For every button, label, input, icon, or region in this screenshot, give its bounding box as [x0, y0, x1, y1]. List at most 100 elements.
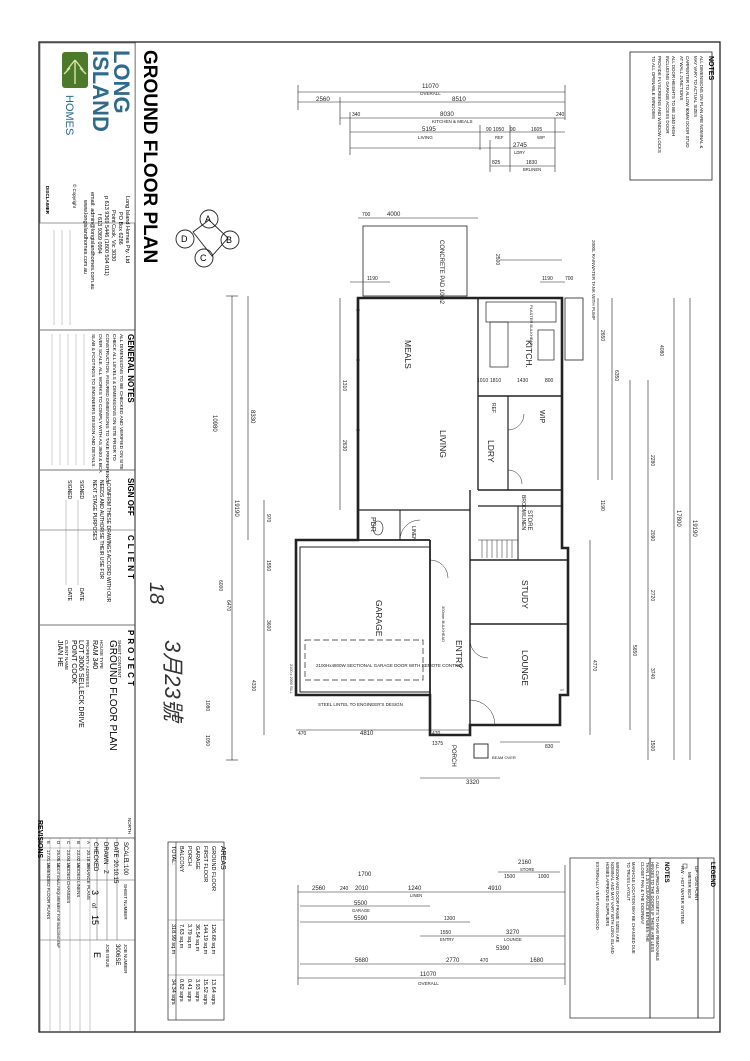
areas-total-label: TOTAL: — [170, 846, 176, 865]
dim-label: 1300 — [444, 916, 455, 922]
dim-label: 1000 — [538, 874, 549, 880]
note-line: TO ALL OPENABLE WINDOWS — [651, 56, 656, 119]
meter-box-icon — [682, 863, 688, 869]
dim-label: 1240 — [408, 886, 422, 892]
bottom-dim-lines — [297, 865, 566, 985]
client-name-label: CLIENT NAME — [64, 640, 69, 670]
dim-label: 2560 — [312, 886, 326, 892]
dim-label: 10980 — [211, 415, 217, 432]
dim-label: KITCHEN & MEALS — [432, 119, 473, 124]
compass-icon: A B C D — [175, 209, 240, 268]
job-number: 3006SE — [114, 944, 120, 965]
company-phone: p 613 9369 5446 (1800 504 011) — [103, 196, 109, 276]
revisions-heading: REVISIONS — [36, 820, 43, 858]
areas-total-sqm: 318.99 sq.m — [170, 924, 176, 955]
dim-label: 1680 — [530, 958, 544, 964]
note-line: TO TRUSS LAYOUT — [626, 862, 631, 901]
compass-b: B — [226, 235, 232, 245]
notes-top-box: NOTES ALL DIMENSIONS ON PLAN ARE NOMINAL… — [629, 51, 714, 181]
legend-box: LEGEND GP - GAS POINT METER BOX HW - HOT… — [569, 857, 715, 1019]
confirm-line: NEXT STAGE PURPOSES — [91, 480, 97, 541]
notes-right-heading: NOTES — [663, 862, 669, 883]
date-label: DATE — [78, 588, 84, 602]
dim-label: 5195 — [422, 126, 436, 133]
sheet-border — [38, 41, 721, 1033]
dim-label: 4810 — [360, 731, 374, 737]
note-line: MANHOLE LOCATION MAY BE CHANGED DUE — [631, 862, 636, 954]
room-wip: WIP — [538, 410, 545, 424]
sheet-number: 3 — [90, 890, 100, 895]
dim-label: 2770 — [446, 958, 460, 964]
dim-label: 2560 — [316, 96, 330, 103]
date-value: 20.10.15 — [112, 860, 118, 884]
areas-heading: AREAS — [219, 846, 226, 870]
logo-line2: ISLAND — [88, 50, 113, 132]
dim-label: 2650 — [599, 330, 605, 341]
dim-label: 6350 — [613, 370, 619, 381]
area-sq: 0.82 sqrs — [178, 979, 184, 1002]
side-dim-labels: 4000 700 1190 2500 1190 700 2650 6350 40… — [204, 212, 697, 786]
revision-desc: ADDED LINENS — [76, 864, 81, 897]
dim-label: 8330 — [249, 410, 255, 424]
legend-item: METER BOX — [687, 872, 692, 899]
checked-label: CHECKED — [92, 842, 98, 872]
job-number-label: JOB NUMBER — [123, 944, 128, 974]
dim-label: OVERALL — [418, 981, 439, 986]
top-dimension-labels: 11070 OVERALL 2560 8510 8030 KITCHEN & M… — [316, 83, 565, 172]
room-laundry: LDRY — [486, 440, 496, 463]
tank-label: 2000L RAINWATER TANK WITH PUMP — [591, 240, 596, 320]
dim-label: OVERALL — [420, 91, 441, 96]
property-label: PROPERTY ADDRESS — [85, 640, 90, 687]
scale-label: SCALE — [122, 842, 128, 862]
general-note-line: SLAB & FOOTINGS TO ENGINEERS DESIGN AND … — [90, 334, 96, 468]
dim-label: LINEN — [410, 893, 422, 898]
dim-label: 970 — [265, 514, 271, 523]
dim-label: 1375 — [432, 741, 443, 747]
notes-top-heading: NOTES — [707, 56, 714, 80]
area-name: GROUND FLOOR — [210, 846, 216, 891]
company-suburb: Point Cook, Vic 3030 — [110, 210, 116, 261]
dim-label: 17800 — [675, 510, 681, 527]
revision-id: B — [76, 841, 81, 844]
note-line: NOMINAL AND MAY VARY WITH LONG ISLAND — [610, 862, 615, 954]
dim-label: 1605 — [531, 127, 542, 133]
dim-label: 1500 — [504, 874, 515, 880]
general-notes: GENERAL NOTES ALL DIMENSIONS TO BE CHECK… — [51, 334, 135, 484]
north-label: NORTH — [127, 818, 132, 834]
dim-label: 1190 — [367, 276, 378, 282]
area-name: GARAGE — [194, 846, 200, 870]
room-pdr: PDR — [369, 517, 376, 532]
legend-item: GP - GAS POINT — [694, 866, 699, 901]
area-sqm: 144.19 sq.m — [202, 924, 208, 955]
area-sq: 0.41 sqrs — [186, 979, 192, 1002]
dim-label: 2630 — [341, 440, 347, 451]
disclaimer-label: DISCLAIMER — [45, 186, 50, 215]
dim-label: 1550 — [440, 930, 451, 936]
property-line2: POINT COOK — [70, 640, 77, 684]
dim-label: 90 — [486, 127, 492, 133]
room-garage: GARAGE — [374, 600, 384, 637]
dim-label: 2500 — [494, 254, 500, 265]
company-po-box: PO Box 6286 — [117, 212, 123, 245]
drawn-value: Z — [102, 870, 108, 874]
sheet-info: SCALE 1:100 DATE 20.10.15 DRAWN Z CHECKE… — [40, 838, 135, 974]
general-notes-heading: GENERAL NOTES — [126, 334, 135, 403]
dim-label: 8030 — [440, 111, 454, 118]
compass-a: A — [205, 214, 211, 224]
dim-label: 4000 — [387, 212, 401, 218]
plan-annotations: CONCRETE PAD 10m2 2000L RAINWATER TANK W… — [289, 240, 596, 760]
revision-desc: AMENDED FLOOR PLANS — [46, 864, 51, 919]
dim-label: 6470 — [225, 600, 231, 611]
general-note-line: CONSTRUCTION. FIGURED DIMENSIONS TO TAKE… — [104, 334, 110, 484]
revision-id: E — [46, 841, 51, 844]
revision-id: D — [56, 841, 61, 845]
dim-label: 1010 — [477, 378, 488, 384]
handwritten-signature: 18 3月23號 — [145, 582, 185, 724]
dim-label: 2010 — [355, 886, 369, 892]
general-note-line: OVER SCALE. ALL WORKS TO COMPLY WITH AS … — [97, 334, 103, 473]
room-ref: REF — [490, 403, 496, 413]
areas-table: AREAS GROUND FLOOR 126.68 sq.m 13.64 sqr… — [167, 841, 226, 1021]
copyright-label: © Copyright — [72, 184, 78, 209]
signed-label: SIGNED — [66, 480, 72, 500]
